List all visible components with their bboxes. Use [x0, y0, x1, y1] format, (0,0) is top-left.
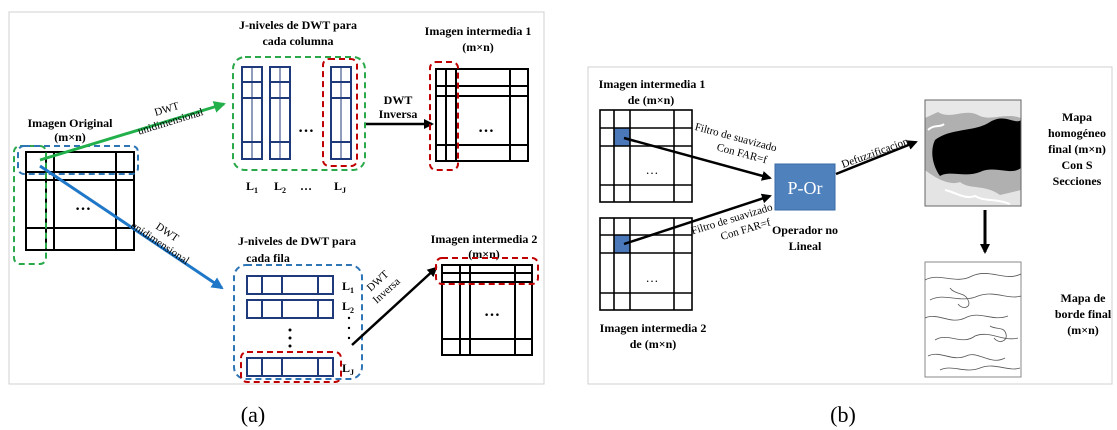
original-title: Imagen Original: [27, 116, 113, 130]
input2-grid: [599, 217, 693, 311]
row-level-j: LJ: [342, 361, 354, 377]
dwt-bottom-title-2: cada fila: [246, 251, 290, 265]
edge-line3: (m×n): [1067, 323, 1099, 337]
row-bars: [246, 275, 334, 377]
intermediate2-dots: …: [484, 303, 500, 320]
row-level-labels: L1 L2 LJ: [342, 279, 354, 377]
intermediate2-highlight: [435, 257, 539, 285]
input2-dots: …: [646, 270, 659, 285]
homogeneous-map-image: [924, 99, 1022, 207]
dwt-bottom-title-1: J-niveles de DWT para: [238, 234, 356, 248]
dwt-column-arrow: [39, 101, 226, 162]
inverse-bottom-arrow: [351, 266, 438, 346]
panel-b: Imagen intermedia 1 de (m×n) … … Imagen …: [587, 66, 1113, 427]
input1-arrow: [623, 136, 772, 181]
panel-b-frame: [587, 66, 1113, 385]
input2-line1: Imagen intermedia 2: [600, 321, 707, 335]
panel-b-label: (b): [830, 402, 856, 427]
homog-line1: Mapa: [1062, 110, 1092, 124]
row-level-2: L2: [342, 299, 354, 315]
intermediate1-title: Imagen intermedia 1: [425, 24, 532, 38]
dwt-top-title-1: J-niveles de DWT para: [239, 18, 357, 32]
input2-line2: de (m×n): [630, 337, 677, 351]
row-vertical-dots: [288, 316, 351, 348]
row-level-1: L1: [342, 279, 354, 295]
inverse-top-1: DWT: [384, 93, 413, 107]
col-level-dots: …: [300, 179, 312, 193]
col-level-2: L2: [274, 179, 286, 195]
input2-highlight-cell: [614, 235, 630, 253]
original-dims: (m×n): [54, 130, 86, 144]
original-dots: …: [75, 197, 91, 214]
dwt-row-arrow: [39, 164, 224, 290]
operator-caption-2: Lineal: [789, 239, 822, 253]
panel-a: Imagen Original (m×n) … DWT unidimension…: [8, 11, 545, 427]
p-or-label: P-Or: [788, 178, 823, 198]
edge-line1: Mapa de: [1061, 291, 1107, 305]
column-level-j-highlight: [322, 58, 358, 167]
input2-arrow: [623, 193, 772, 246]
intermediate1-highlight: [429, 61, 459, 171]
dwt-top-title-2: cada columna: [262, 34, 333, 48]
homog-line5: Secciones: [1053, 174, 1102, 188]
p-or-operator: [774, 163, 836, 211]
homog-line4: Con S: [1061, 158, 1092, 172]
row-level-j-highlight: [240, 351, 342, 383]
homog-line2: homogéneo: [1048, 126, 1106, 140]
operator-caption-1: Operador no: [772, 223, 838, 237]
panel-a-frame: [8, 11, 545, 385]
intermediate1-dots: …: [478, 119, 494, 136]
dwt-top-group: [232, 56, 366, 171]
col-level-1: L1: [246, 179, 258, 195]
dwt-top-dots: …: [298, 119, 314, 136]
original-row-highlight: [17, 145, 139, 175]
input1-grid: [599, 109, 693, 203]
inverse-top-2: Inversa: [379, 107, 418, 121]
input1-line2: de (m×n): [628, 93, 675, 107]
edge-line2: borde final: [1055, 307, 1112, 321]
panel-a-label: (a): [241, 402, 265, 427]
input1-highlight-cell: [614, 128, 630, 146]
intermediate1-grid: [435, 68, 529, 162]
dwt-bottom-group: [233, 264, 363, 380]
column-bars: [241, 66, 352, 160]
intermediate1-dims: (m×n): [462, 40, 494, 54]
edge-map-image: [924, 261, 1022, 378]
intermediate2-title: Imagen intermedia 2: [431, 232, 538, 246]
intermediate2-grid: [441, 264, 533, 356]
input1-line1: Imagen intermedia 1: [599, 77, 706, 91]
homog-line3: final (m×n): [1048, 142, 1106, 156]
defuzz-arrow: [835, 140, 918, 176]
column-level-labels: L1 L2 … LJ: [246, 179, 346, 195]
input1-dots: …: [646, 162, 659, 177]
col-level-j: LJ: [334, 179, 346, 195]
